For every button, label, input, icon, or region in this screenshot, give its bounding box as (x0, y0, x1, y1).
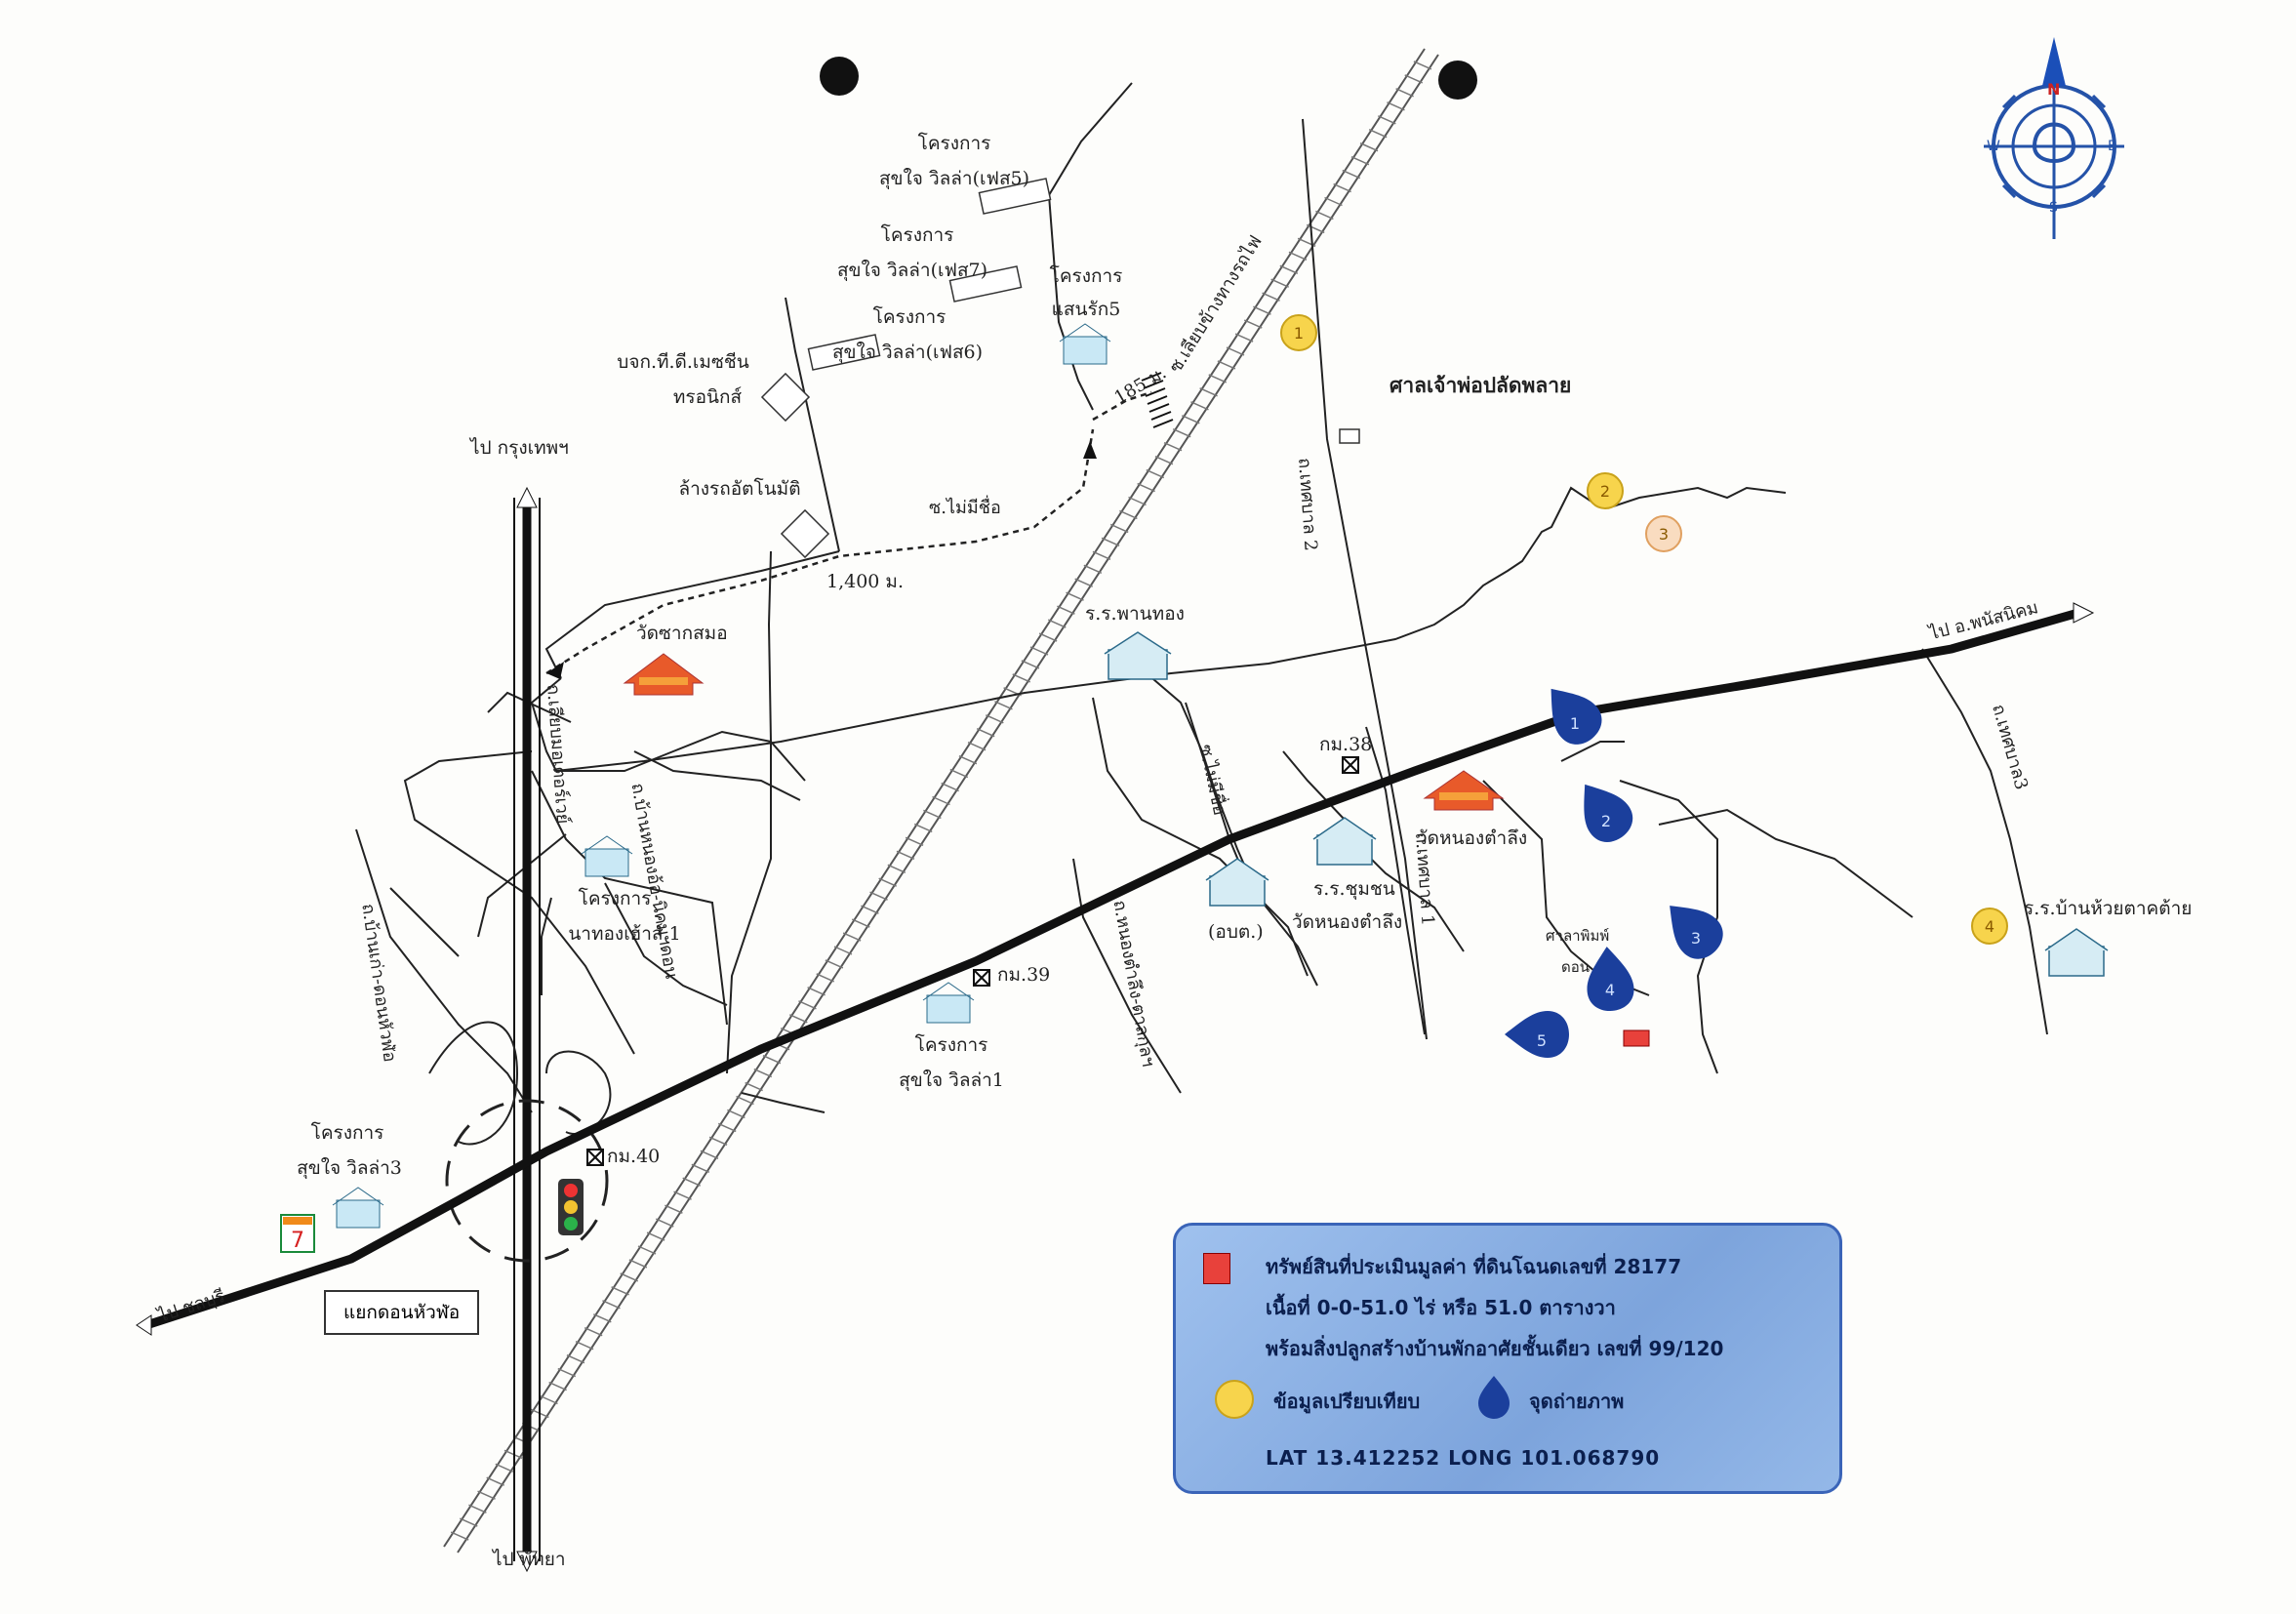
km40-label: กม.40 (607, 1146, 661, 1167)
svg-text:7: 7 (291, 1229, 304, 1253)
motorway (513, 486, 541, 1573)
compare-swatch (1215, 1380, 1254, 1419)
temple-icon (623, 653, 1505, 811)
legend-photo-label: จุดถ่ายภาพ (1529, 1390, 1625, 1413)
photo-point-number: 5 (1537, 1031, 1547, 1050)
tidimex-name: ทรอนิกส์ (672, 386, 743, 408)
binder-hole (820, 57, 859, 96)
compass-west-label: W (1987, 139, 2000, 154)
distance-1400: 1,400 ม. (826, 571, 904, 592)
suk-jai-7-label: โครงการ (880, 224, 954, 246)
wat-sak-samo-label: วัดซากสมอ (636, 623, 728, 644)
comparison-marker-4: 4 (1971, 908, 2008, 945)
sala-label: ศาลาพิมพ์ (1546, 927, 1610, 945)
highway-main (136, 602, 2095, 1336)
suk-jai-1-label: โครงการ (914, 1034, 988, 1056)
suk-jai-5-name: สุขใจ วิลล่า(เฟส5) (878, 168, 1030, 189)
suk-jai-6-label: โครงการ (872, 306, 947, 328)
suk-jai-1-name: สุขใจ วิลล่า1 (899, 1069, 1004, 1091)
intersection-label: แยกดอนหัวฬ่อ (324, 1290, 480, 1335)
photo-point-1: 1 (1551, 688, 1602, 745)
suk-jai-7-name: สุขใจ วิลล่า(เฟส7) (836, 260, 988, 281)
direction-bangkok: ไป กรุงเทพฯ (470, 437, 569, 459)
photo-point-3: 3 (1670, 906, 1723, 959)
photo-point-number: 4 (1605, 981, 1615, 999)
photo-points: 1 2 3 4 5 (1505, 688, 1723, 1058)
comparison-marker-1: 1 (1280, 314, 1317, 351)
photo-point-4: 4 (1587, 947, 1634, 1011)
legend-panel: ทรัพย์สินที่ประเมินมูลค่า ที่ดินโฉนดเลขท… (1173, 1223, 1842, 1494)
obt-label: (อบต.) (1208, 921, 1264, 943)
school-chumchon-label: ร.ร.ชุมชน (1313, 878, 1395, 900)
traffic-light-icon (558, 1179, 584, 1235)
photo-point-5: 5 (1505, 1011, 1569, 1058)
compass-south-label: S (2049, 200, 2058, 216)
km-post-icon (586, 756, 1359, 1166)
property-swatch (1203, 1253, 1230, 1284)
legend-line-1: ทรัพย์สินที่ประเมินมูลค่า ที่ดินโฉนดเลขท… (1266, 1255, 1682, 1278)
compass-east-label: E (2108, 139, 2116, 154)
tidimex-label: บจก.ที.ดี.เมซชีน (617, 351, 749, 373)
binder-hole (1438, 61, 1477, 100)
compass-icon (1984, 37, 2124, 239)
shrine-label: ศาลเจ้าพ่อปลัดพลาย (1390, 373, 1572, 397)
legend-line-2: เนื้อที่ 0-0-51.0 ไร่ หรือ 51.0 ตารางวา (1266, 1296, 1616, 1319)
comparison-marker-2: 2 (1587, 472, 1624, 509)
photo-point-number: 3 (1691, 929, 1701, 948)
km38-label: กม.38 (1319, 734, 1373, 755)
legend-coordinates: LAT 13.412252 LONG 101.068790 (1266, 1446, 1661, 1470)
photo-point-number: 2 (1601, 812, 1611, 830)
saen-rak-label: โครงการ (1049, 265, 1123, 287)
comparison-marker-3: 3 (1645, 515, 1682, 552)
legend-line-3: พร้อมสิ่งปลูกสร้างบ้านพักอาศัยชั้นเดียว … (1266, 1337, 1724, 1360)
photo-point-number: 1 (1570, 714, 1580, 733)
school-chumchon-name: วัดหนองตำลึง (1292, 911, 1403, 933)
direction-pattaya: ไป พัทยา (493, 1549, 566, 1570)
sala-label-2: ดอน (1561, 958, 1591, 976)
road-no-name-1: ซ.ไม่มีชื่อ (929, 498, 1001, 518)
route-dotted (545, 428, 1095, 675)
seven-eleven-icon: 7 (280, 1214, 315, 1253)
railway (443, 48, 1439, 1553)
minor-roads (355, 82, 2048, 1113)
route-arrow-icon (1083, 441, 1097, 459)
school-phan-thong-label: ร.ร.พานทอง (1085, 603, 1185, 625)
km39-label: กม.39 (997, 964, 1051, 986)
wat-nong-tamlueng-label: วัดหนองตำลึง (1417, 827, 1528, 849)
house-icon (1104, 631, 2109, 977)
photo-point-icon (1478, 1376, 1510, 1419)
na-thong-label: โครงการ (578, 888, 652, 909)
rail-crossing (1141, 372, 1174, 428)
legend-compare-label: ข้อมูลเปรียบเทียบ (1273, 1390, 1421, 1413)
compass-north-label: N (2047, 80, 2061, 99)
photo-point-2: 2 (1584, 784, 1633, 842)
na-thong-name: นาทองเฮ้าส์ 1 (568, 923, 681, 945)
suk-jai-3-name: สุขใจ วิลล่า3 (297, 1157, 402, 1179)
school-huai-label: ร.ร.บ้านห้วยตาคต้าย (2024, 898, 2193, 919)
car-wash-label: ล้างรถอัตโนมัติ (678, 478, 801, 500)
housing-project-icon (332, 323, 1111, 1229)
suk-jai-5-label: โครงการ (917, 133, 991, 154)
subject-property (1623, 1029, 1650, 1047)
suk-jai-3-label: โครงการ (310, 1122, 384, 1144)
saen-rak-name: แสนรัก5 (1051, 299, 1121, 320)
suk-jai-6-name: สุขใจ วิลล่า(เฟส6) (831, 342, 984, 363)
